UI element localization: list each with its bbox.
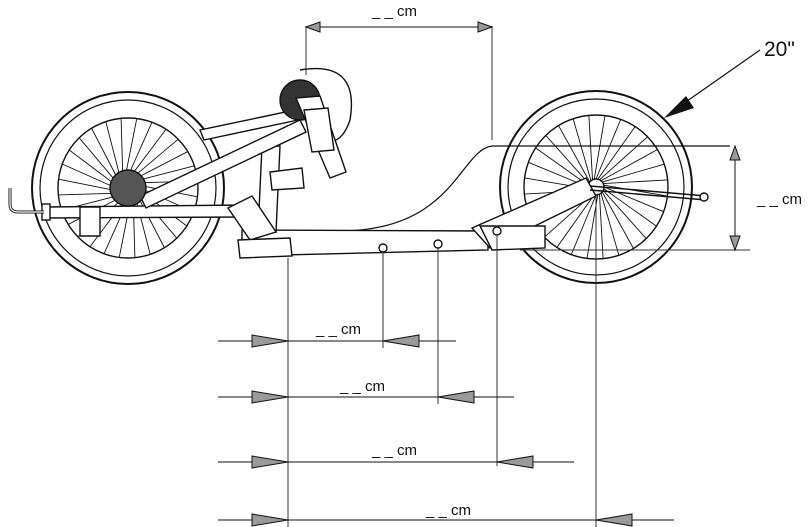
spoke	[78, 137, 118, 184]
wheel-size-label: 20"	[764, 38, 795, 61]
spoke	[127, 122, 153, 177]
spoke	[545, 135, 590, 184]
spoke	[124, 118, 138, 177]
spoke	[603, 179, 668, 184]
bottom-dimension-label-3: _ _ cm	[371, 442, 417, 459]
spoke	[62, 163, 117, 189]
spoke	[135, 151, 188, 180]
spoke	[91, 128, 120, 181]
dimension-lines	[218, 21, 741, 527]
spoke	[120, 118, 124, 178]
spoke	[599, 194, 604, 259]
spoke	[58, 178, 117, 192]
spoke	[601, 191, 634, 249]
spoke	[556, 194, 595, 248]
spoke	[597, 126, 636, 180]
wheel-size-pointer	[664, 49, 761, 118]
spoke	[136, 195, 165, 248]
top-dimension-label: _ _ cm	[371, 3, 417, 20]
spoke	[570, 194, 597, 255]
bottom-dimension-label-2: _ _ cm	[339, 378, 385, 395]
spoke	[603, 188, 657, 227]
bike-frame	[8, 67, 709, 259]
spoke	[588, 115, 593, 180]
bottom-dimension-label-1: _ _ cm	[315, 321, 361, 338]
spoke	[105, 121, 121, 179]
spoke	[600, 149, 658, 182]
spoke	[593, 115, 606, 180]
height-dimension-label: _ _ cm	[756, 191, 802, 208]
spoke	[603, 186, 664, 213]
spoke	[535, 147, 589, 186]
spoke	[137, 165, 195, 181]
spoke	[572, 118, 592, 181]
reference-lines	[287, 26, 750, 527]
spoke	[599, 136, 648, 181]
spoke	[58, 192, 118, 196]
spoke	[558, 125, 591, 183]
spoke	[132, 138, 179, 178]
seat-outline	[344, 145, 730, 232]
bottom-dimension-label-4: _ _ cm	[425, 502, 471, 519]
spoke	[600, 193, 620, 256]
spoke	[602, 190, 647, 239]
spoke	[130, 128, 167, 177]
spoke	[68, 149, 117, 186]
spoke	[595, 119, 622, 180]
spoke	[602, 163, 665, 183]
